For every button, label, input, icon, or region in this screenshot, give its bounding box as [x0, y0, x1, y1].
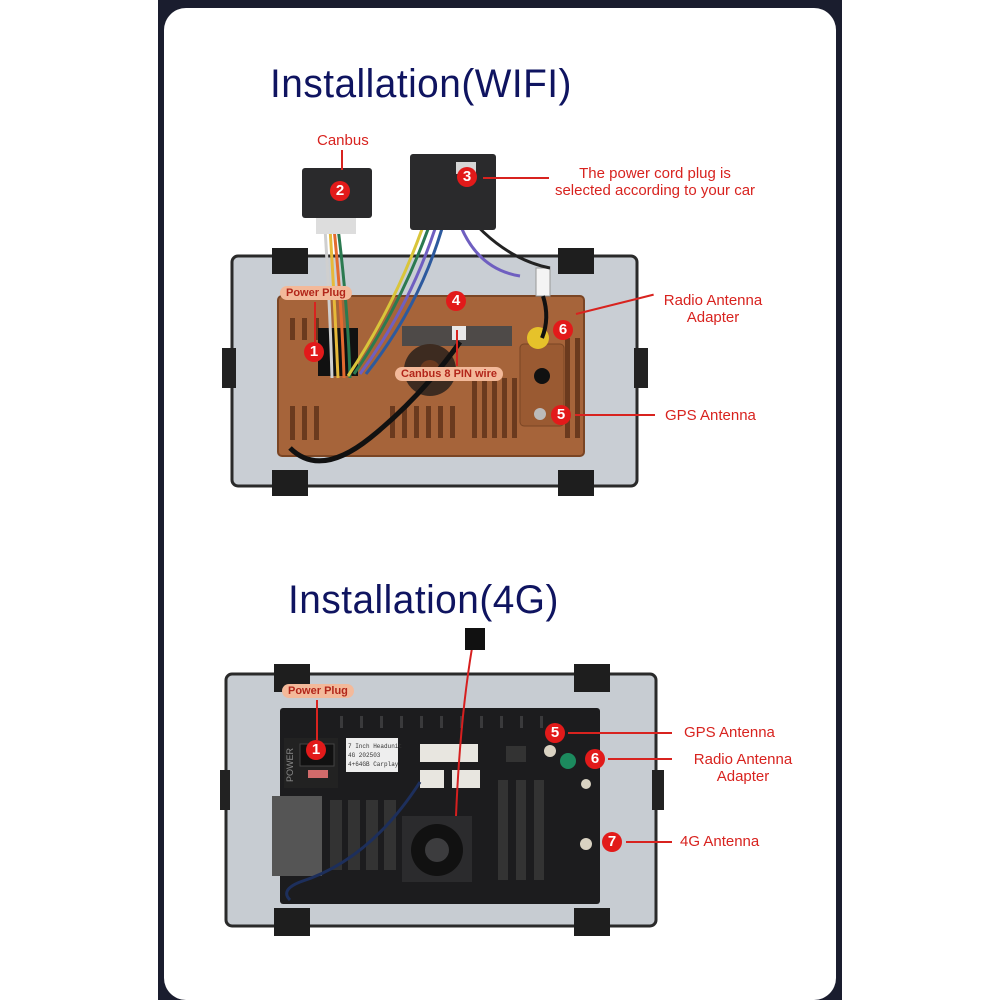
aux-port [581, 779, 591, 789]
unit-label-line3: 4+64GB Carplay [348, 761, 399, 768]
radio-antenna-port [560, 753, 576, 769]
connector-bottom-left [420, 770, 444, 788]
label-radio-antenna-4g-line2: Adapter [716, 768, 770, 785]
bracket-bottom-left [274, 908, 310, 936]
right-clip [652, 770, 664, 810]
arrow-power-cord [483, 177, 549, 179]
label-4g-antenna: 4G Antenna [680, 833, 760, 850]
4g-headunit-photo: POWER 7 Inch Headunit 4G 202503 4+64GB C… [220, 628, 664, 936]
bracket-top-right [574, 664, 610, 692]
badge-1-wifi: 1 [304, 342, 324, 362]
badge-6-4g: 6 [585, 749, 605, 769]
badge-6-wifi: 6 [553, 320, 573, 340]
unit-label-line2: 4G 202503 [348, 752, 381, 759]
bracket-bottom-left [272, 470, 308, 496]
right-clip [634, 348, 648, 388]
label-canbus-8pin: Canbus 8 PIN wire [395, 367, 503, 381]
label-power-cord-line1: The power cord plug is [579, 165, 731, 182]
badge-2: 2 [330, 181, 350, 201]
arrow-gps-wifi [575, 414, 655, 416]
shield-box [272, 796, 322, 876]
label-radio-antenna-4g-line1: Radio Antenna [693, 751, 793, 768]
label-power-plug-4g: Power Plug [282, 684, 354, 698]
left-clip [222, 348, 236, 388]
bracket-bottom-right [574, 908, 610, 936]
label-radio-antenna-wifi: Radio Antenna Adapter [654, 292, 772, 326]
gps-port [544, 745, 556, 757]
label-gps-4g: GPS Antenna [684, 724, 775, 741]
wifi-headunit-photo [222, 154, 648, 496]
gps-port [534, 408, 546, 420]
label-radio-antenna-4g: Radio Antenna Adapter [680, 751, 806, 785]
top-plug [465, 628, 485, 650]
canbus-connector [452, 326, 466, 340]
badge-3: 3 [457, 167, 477, 187]
wifi-section-title: Installation(WIFI) [270, 62, 572, 106]
badge-5-4g: 5 [545, 723, 565, 743]
arrow-power-plug-wifi [314, 302, 316, 342]
connector-bottom-right [452, 770, 480, 788]
arrow-4g-antenna [626, 841, 672, 843]
badge-4: 4 [446, 291, 466, 311]
label-power-cord-line2: selected according to your car [554, 182, 756, 199]
arrow-radio-antenna-4g [608, 758, 672, 760]
top-vents [340, 716, 543, 728]
label-radio-antenna-wifi-line2: Adapter [686, 309, 740, 326]
switch [506, 746, 526, 762]
bracket-top-left [272, 248, 308, 274]
arrow-power-plug-4g [316, 700, 318, 740]
badge-1-4g: 1 [306, 740, 326, 760]
arrow-canbus-8pin [456, 330, 458, 366]
unit-label [346, 738, 398, 772]
label-power-cord: The power cord plug is selected accordin… [548, 165, 762, 199]
left-clip [220, 770, 230, 810]
badge-5-wifi: 5 [551, 405, 571, 425]
blue-cable [285, 781, 422, 902]
4g-section-title: Installation(4G) [288, 578, 559, 622]
arrow-canbus [341, 150, 343, 170]
bracket-top-right [558, 248, 594, 274]
red-wire [455, 647, 473, 817]
label-canbus: Canbus [317, 132, 369, 149]
label-gps-wifi: GPS Antenna [665, 407, 756, 424]
power-text: POWER [285, 747, 295, 782]
bracket-bottom-right [558, 470, 594, 496]
arrow-gps-4g [568, 732, 672, 734]
power-cord-plug [410, 154, 496, 230]
heat-fins [290, 318, 580, 440]
connector-top [420, 744, 478, 762]
camera-sticker [535, 267, 551, 297]
unit-label-line1: 7 Inch Headunit [348, 743, 402, 750]
badge-7: 7 [602, 832, 622, 852]
label-power-plug-wifi: Power Plug [280, 286, 352, 300]
4g-port [580, 838, 592, 850]
antenna-port [534, 368, 550, 384]
label-radio-antenna-wifi-line1: Radio Antenna [663, 292, 763, 309]
